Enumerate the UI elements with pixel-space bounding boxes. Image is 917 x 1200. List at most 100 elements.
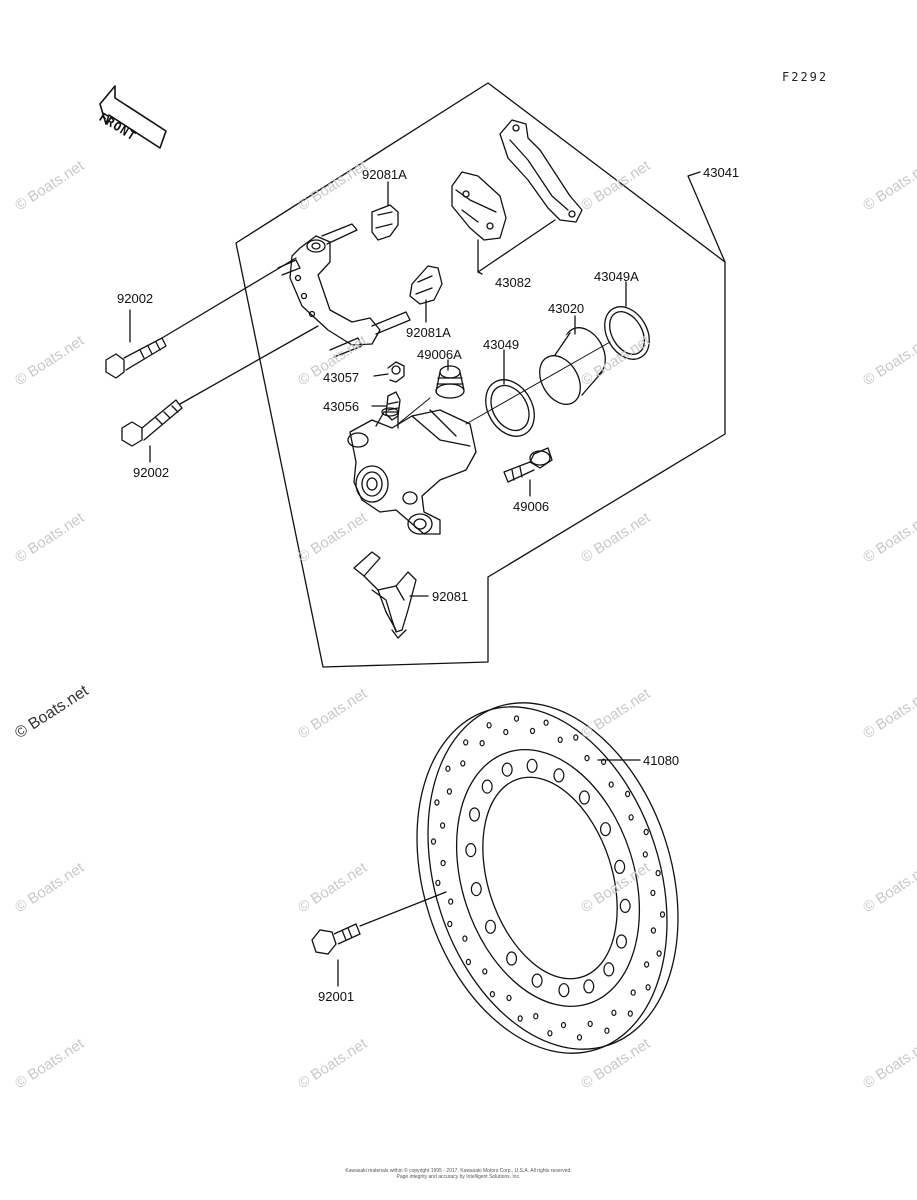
part-label: 43020 xyxy=(548,301,585,316)
disc-small-hole xyxy=(447,920,453,928)
pin-bolt-49006 xyxy=(503,447,553,483)
disc-large-hole xyxy=(619,898,631,914)
disc-large-hole xyxy=(615,934,627,949)
disc-small-hole xyxy=(576,1034,583,1041)
figure-code: F2292 xyxy=(782,70,829,84)
leader-92001-axis xyxy=(359,891,447,927)
disc-small-hole xyxy=(460,760,466,767)
disc-small-hole xyxy=(440,859,446,867)
disc-small-hole xyxy=(463,739,469,746)
part-label: 43041 xyxy=(703,165,740,180)
disc-small-hole xyxy=(650,889,656,897)
disc-small-hole xyxy=(604,1027,610,1034)
part-label: 92002 xyxy=(117,291,154,306)
part-label: 43057 xyxy=(323,370,360,385)
pad-leader xyxy=(477,219,556,273)
part-label: 92001 xyxy=(318,989,355,1004)
footer-line-1: Kawasaki materials within © copyright 19… xyxy=(345,1168,572,1174)
bolt-92002-upper xyxy=(105,337,167,379)
caliper-assembly-outline xyxy=(235,82,726,668)
pin-boot-49006A xyxy=(435,365,465,399)
disc-small-hole xyxy=(560,1021,567,1029)
footer-line-2: Page integrity and accuracy by Intellige… xyxy=(396,1174,521,1180)
pad-spring-upper xyxy=(371,204,399,241)
disc-small-hole xyxy=(529,727,536,735)
disc-small-hole xyxy=(446,788,452,795)
leader-43041 xyxy=(687,171,726,263)
disc-small-hole xyxy=(479,740,485,747)
part-label: 49006A xyxy=(417,347,462,362)
disc-small-hole xyxy=(584,754,590,762)
disc-large-hole xyxy=(501,762,513,777)
pad-spring-lower xyxy=(409,265,443,305)
disc-small-hole xyxy=(659,911,666,918)
disc-small-hole xyxy=(513,715,520,722)
disc-small-hole xyxy=(611,1009,617,1017)
disc-large-hole xyxy=(599,822,611,837)
caliper-bracket xyxy=(277,223,411,358)
disc-small-hole xyxy=(645,984,651,991)
disc-small-hole xyxy=(656,950,662,957)
part-label: 92081A xyxy=(406,325,451,340)
disc-large-hole xyxy=(614,859,626,875)
disc-small-hole xyxy=(462,935,468,942)
disc-large-hole xyxy=(465,842,477,858)
disc-small-hole xyxy=(517,1015,523,1022)
disc-small-hole xyxy=(430,838,437,845)
disc-small-hole xyxy=(435,879,441,887)
brake-pad-inner xyxy=(451,171,507,241)
disc-large-hole xyxy=(526,758,538,773)
disc-small-hole xyxy=(434,799,440,806)
caliper-piston xyxy=(539,327,606,405)
disc-large-hole xyxy=(583,979,595,994)
part-label: 41080 xyxy=(643,753,680,768)
leader-43057 xyxy=(373,373,389,377)
disc-large-hole xyxy=(603,962,615,977)
brake-pad-outer xyxy=(499,119,583,223)
disc-large-hole xyxy=(469,807,481,822)
disc-small-hole xyxy=(503,728,509,736)
dust-seal-43049A xyxy=(604,306,650,360)
disc-small-hole xyxy=(628,814,634,821)
brake-disc xyxy=(416,702,679,1054)
disc-small-hole xyxy=(600,758,607,766)
disc-small-hole xyxy=(440,822,446,829)
disc-large-hole xyxy=(553,768,565,783)
disc-small-hole xyxy=(643,828,649,836)
disc-small-hole xyxy=(448,898,454,905)
disc-holes xyxy=(430,715,666,1041)
leader-92002-upper-axis xyxy=(161,257,297,339)
part-label: 49006 xyxy=(513,499,550,514)
disc-large-hole xyxy=(578,790,590,805)
pad-spring-92081 xyxy=(353,551,417,639)
disc-small-hole xyxy=(587,1020,593,1028)
disc-small-hole xyxy=(643,961,650,968)
part-label: 92002 xyxy=(133,465,170,480)
leader-92002-lower-axis xyxy=(179,325,319,405)
part-label: 43082 xyxy=(495,275,532,290)
disc-small-hole xyxy=(533,1013,539,1020)
disc-small-hole xyxy=(573,734,579,741)
disc-small-hole xyxy=(486,722,492,729)
bleeder-cap xyxy=(387,361,405,383)
disc-small-hole xyxy=(543,719,549,726)
disc-large-hole xyxy=(506,951,518,966)
disc-small-hole xyxy=(608,781,614,788)
disc-large-hole xyxy=(481,779,493,794)
caliper-body xyxy=(347,407,477,535)
disc-small-hole xyxy=(650,927,657,934)
disc-small-hole xyxy=(465,958,471,966)
disc-small-hole xyxy=(445,765,451,772)
part-label: 43049A xyxy=(594,269,639,284)
footer-copyright: Kawasaki materials within © copyright 19… xyxy=(300,1168,617,1180)
part-label: 43049 xyxy=(483,337,520,352)
disc-small-hole xyxy=(506,994,512,1002)
disc-large-hole xyxy=(558,983,570,998)
disc-small-hole xyxy=(642,851,648,858)
disc-small-hole xyxy=(630,989,636,996)
part-label: 92081A xyxy=(362,167,407,182)
disc-bolt-92001 xyxy=(311,923,361,955)
piston-seal-43049 xyxy=(485,379,535,437)
disc-large-hole xyxy=(531,973,543,988)
